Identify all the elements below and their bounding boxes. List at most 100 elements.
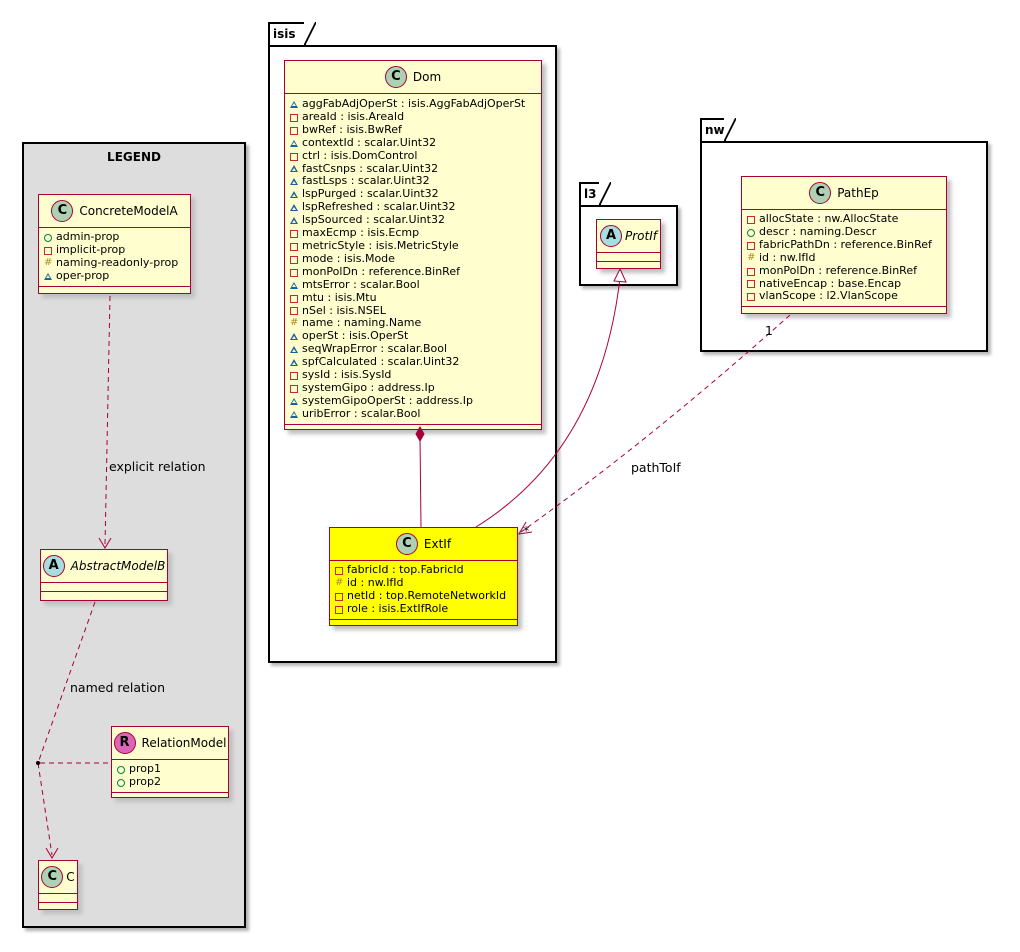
attribute: spfCalculated : scalar.Uint32 bbox=[290, 355, 541, 369]
attribute: vlanScope : l2.VlanScope bbox=[747, 290, 946, 303]
public-visibility-icon bbox=[44, 233, 52, 242]
attribute: sysId : isis.SysId bbox=[290, 368, 541, 382]
private-visibility-icon bbox=[290, 371, 298, 380]
private-visibility-icon bbox=[747, 279, 755, 289]
class-name: Dom bbox=[412, 70, 442, 84]
attribute: seqWrapError : scalar.Bool bbox=[290, 342, 541, 356]
class-c[interactable]: C C bbox=[38, 860, 78, 910]
private-visibility-icon bbox=[747, 267, 755, 276]
attribute: name : naming.Name bbox=[290, 317, 541, 331]
class-name: ProtIf bbox=[625, 229, 657, 243]
protected-visibility-icon bbox=[335, 577, 343, 590]
path-to-if-label: pathToIf bbox=[631, 460, 681, 475]
class-relation-model[interactable]: R RelationModel prop1 prop2 bbox=[111, 726, 229, 798]
attribute: role : isis.ExtIfRole bbox=[335, 602, 517, 616]
attribute: descr : naming.Descr bbox=[747, 225, 946, 239]
attribute: fabricPathDn : reference.BinRef bbox=[747, 238, 946, 252]
attribute: nativeEncap : base.Encap bbox=[747, 277, 946, 291]
target-multiplicity: * bbox=[523, 523, 530, 538]
attribute: lspSourced : scalar.Uint32 bbox=[290, 213, 541, 227]
attribute-list: prop1 prop2 bbox=[112, 760, 228, 793]
attribute: id : nw.IfId bbox=[747, 251, 946, 265]
package-visibility-icon bbox=[290, 281, 298, 290]
class-name: AbstractModelB bbox=[70, 559, 166, 573]
attribute: mtu : isis.Mtu bbox=[290, 291, 541, 305]
class-concrete-model-a[interactable]: C ConcreteModelA admin-prop implicit-pro… bbox=[38, 194, 191, 294]
class-protif[interactable]: A ProtIf bbox=[596, 219, 661, 269]
package-tab-l3: l3 bbox=[579, 182, 611, 206]
attribute: systemGipoOperSt : address.Ip bbox=[290, 394, 541, 408]
private-visibility-icon bbox=[290, 229, 298, 239]
package-visibility-icon bbox=[290, 203, 298, 212]
private-visibility-icon bbox=[290, 126, 298, 135]
class-name: PathEp bbox=[837, 186, 879, 200]
package-visibility-icon bbox=[290, 332, 298, 341]
attribute: aggFabAdjOperSt : isis.AggFabAdjOperSt bbox=[290, 97, 541, 111]
package-visibility-icon bbox=[290, 177, 298, 186]
class-name: C bbox=[66, 870, 75, 884]
class-badge-icon: A bbox=[600, 225, 622, 247]
package-tab-nw: nw bbox=[700, 118, 736, 142]
attribute: bwRef : isis.BwRef bbox=[290, 123, 541, 137]
package-visibility-icon bbox=[290, 164, 298, 173]
attribute: netId : top.RemoteNetworkId bbox=[335, 589, 517, 603]
private-visibility-icon bbox=[290, 242, 298, 251]
attribute: mode : isis.Mode bbox=[290, 252, 541, 266]
attribute: areaId : isis.AreaId bbox=[290, 110, 541, 124]
private-visibility-icon bbox=[335, 592, 343, 601]
attribute-list: admin-prop implicit-prop naming-readonly… bbox=[39, 228, 190, 287]
attribute: nSel : isis.NSEL bbox=[290, 304, 541, 318]
private-visibility-icon bbox=[290, 384, 298, 393]
attribute: implicit-prop bbox=[44, 243, 190, 257]
attribute: fabricId : top.FabricId bbox=[335, 563, 517, 577]
class-name: ConcreteModelA bbox=[79, 204, 178, 218]
class-badge-icon: C bbox=[384, 66, 407, 88]
private-visibility-icon bbox=[335, 605, 343, 614]
class-dom[interactable]: C Dom aggFabAdjOperSt : isis.AggFabAdjOp… bbox=[284, 60, 542, 430]
attribute: admin-prop bbox=[44, 230, 190, 244]
attribute-list bbox=[39, 894, 77, 903]
package-nw-label: nw bbox=[705, 123, 725, 137]
package-visibility-icon bbox=[290, 345, 298, 354]
package-visibility-icon bbox=[290, 100, 298, 109]
package-visibility-icon bbox=[290, 410, 298, 419]
attribute: monPolDn : reference.BinRef bbox=[747, 264, 946, 278]
private-visibility-icon bbox=[747, 215, 755, 224]
attribute: metricStyle : isis.MetricStyle bbox=[290, 239, 541, 253]
class-badge-icon: R bbox=[113, 732, 136, 754]
explicit-relation-label: explicit relation bbox=[109, 459, 206, 474]
named-relation-label: named relation bbox=[70, 680, 165, 695]
private-visibility-icon bbox=[747, 292, 755, 302]
legend-title: LEGEND bbox=[107, 150, 161, 164]
attribute: monPolDn : reference.BinRef bbox=[290, 265, 541, 279]
attribute: operSt : isis.OperSt bbox=[290, 329, 541, 343]
package-visibility-icon bbox=[44, 272, 52, 281]
package-visibility-icon bbox=[290, 397, 298, 406]
attribute: prop2 bbox=[117, 775, 228, 789]
source-multiplicity: 1 bbox=[765, 323, 773, 338]
public-visibility-icon bbox=[117, 765, 125, 774]
class-abstract-model-b[interactable]: A AbstractModelB bbox=[40, 549, 168, 601]
attribute: ctrl : isis.DomControl bbox=[290, 149, 541, 163]
public-visibility-icon bbox=[117, 778, 125, 787]
package-visibility-icon bbox=[290, 358, 298, 367]
class-name: ExtIf bbox=[423, 537, 452, 551]
private-visibility-icon bbox=[290, 294, 298, 303]
attribute: maxEcmp : isis.Ecmp bbox=[290, 226, 541, 240]
class-extif[interactable]: C ExtIf fabricId : top.FabricIdid : nw.I… bbox=[329, 527, 518, 626]
attribute: prop1 bbox=[117, 762, 228, 776]
attribute: oper-prop bbox=[44, 269, 190, 283]
protected-visibility-icon bbox=[290, 317, 298, 330]
attribute: fastCsnps : scalar.Uint32 bbox=[290, 162, 541, 176]
package-isis-label: isis bbox=[273, 27, 296, 41]
class-badge-icon: A bbox=[42, 555, 65, 577]
attribute: mtsError : scalar.Bool bbox=[290, 278, 541, 292]
attribute: id : nw.IfId bbox=[335, 576, 517, 590]
private-visibility-icon bbox=[290, 306, 298, 316]
private-visibility-icon bbox=[44, 246, 52, 255]
class-name: RelationModel bbox=[141, 736, 227, 750]
class-badge-icon: C bbox=[41, 866, 64, 888]
